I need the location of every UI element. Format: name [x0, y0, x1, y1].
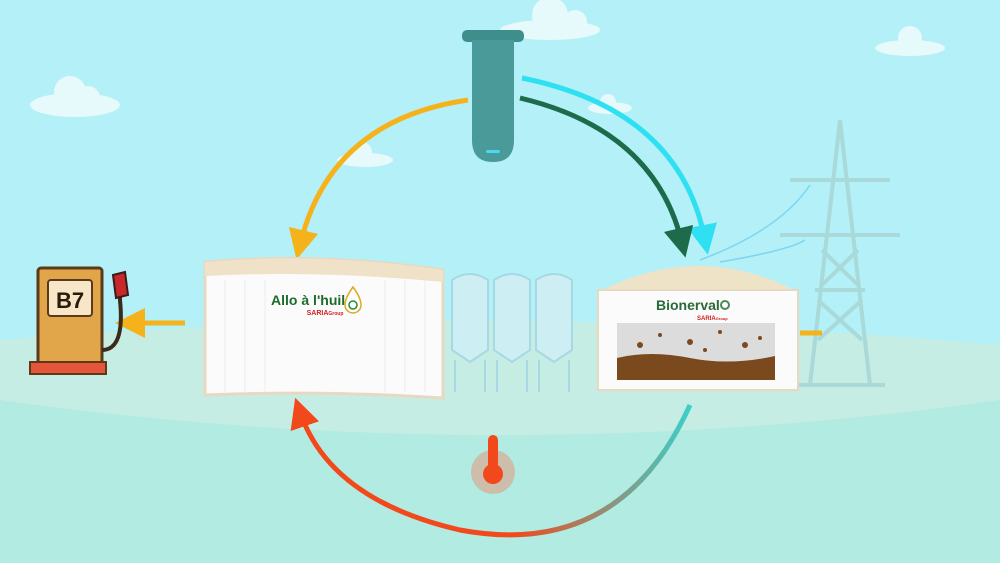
arrow-tube-to-oil-plant: [288, 97, 469, 260]
biogas-plant-group: SARIAGroup: [697, 316, 728, 322]
oil-drop-recycle-icon: [344, 285, 362, 314]
gas-bubbles: [637, 330, 762, 352]
digestate-sludge: [617, 354, 775, 380]
storage-silos: [451, 273, 573, 392]
bionerval-logo-icon: [720, 300, 730, 310]
biogas-plant: Bionerval SARIAGroup: [597, 266, 799, 391]
power-pylon-icon: [699, 119, 900, 387]
arrow-heat-return: [290, 397, 693, 538]
oil-recycling-plant: Allo à l'huile SARIAGroup: [203, 256, 445, 400]
biogas-plant-brand: Bionerval: [656, 297, 720, 313]
thermometer-icon: [471, 435, 515, 494]
arrow-tube-to-biogas-green: [519, 95, 694, 258]
oil-plant-group: SARIAGroup: [307, 310, 344, 317]
test-tube-icon: [462, 30, 524, 162]
fuel-pump: B7: [29, 266, 130, 375]
oil-plant-brand: Allo à l'huile: [271, 292, 353, 308]
arrow-tube-to-biogas-cyan: [521, 75, 717, 255]
cloud-icon: [30, 0, 945, 167]
ground-front: [0, 400, 1000, 563]
pump-label: B7: [56, 288, 84, 313]
